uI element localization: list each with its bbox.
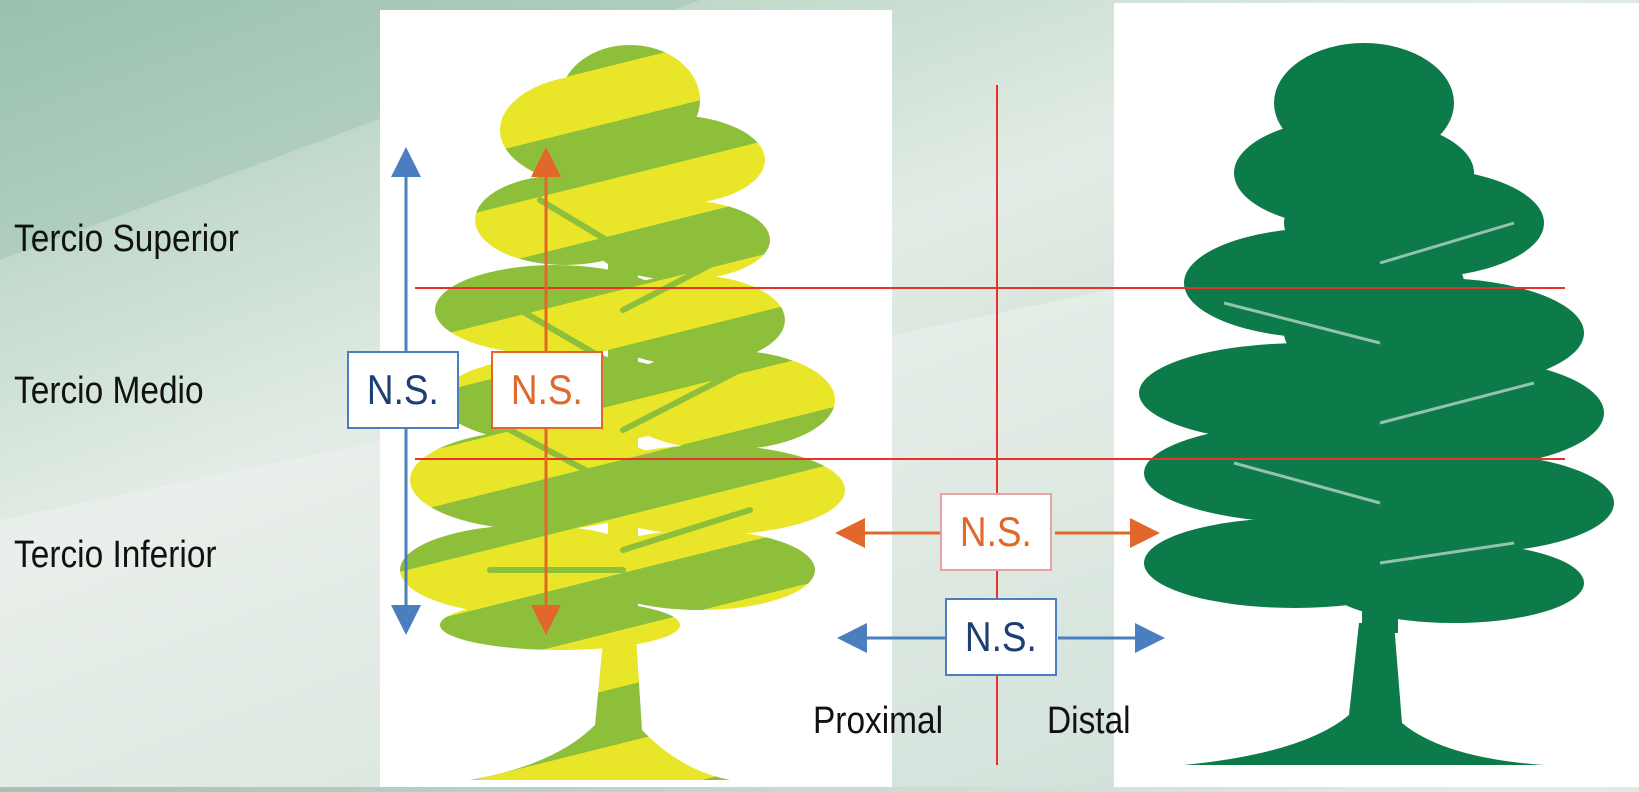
tercio-medio-label: Tercio Medio (14, 370, 204, 412)
horizontal-blue-ns-box: N.S. (945, 598, 1057, 676)
right-tree-panel (1114, 3, 1639, 787)
left-tree-panel (380, 10, 892, 787)
tercio-superior-label: Tercio Superior (14, 218, 239, 260)
vertical-orange-ns-box: N.S. (491, 351, 603, 429)
horizontal-orange-ns-box: N.S. (940, 493, 1052, 571)
dark-tree-icon (1139, 43, 1614, 765)
proximal-label: Proximal (813, 700, 944, 742)
vertical-blue-ns-box: N.S. (347, 351, 459, 429)
distal-label: Distal (1047, 700, 1131, 742)
tercio-inferior-label: Tercio Inferior (14, 534, 217, 576)
